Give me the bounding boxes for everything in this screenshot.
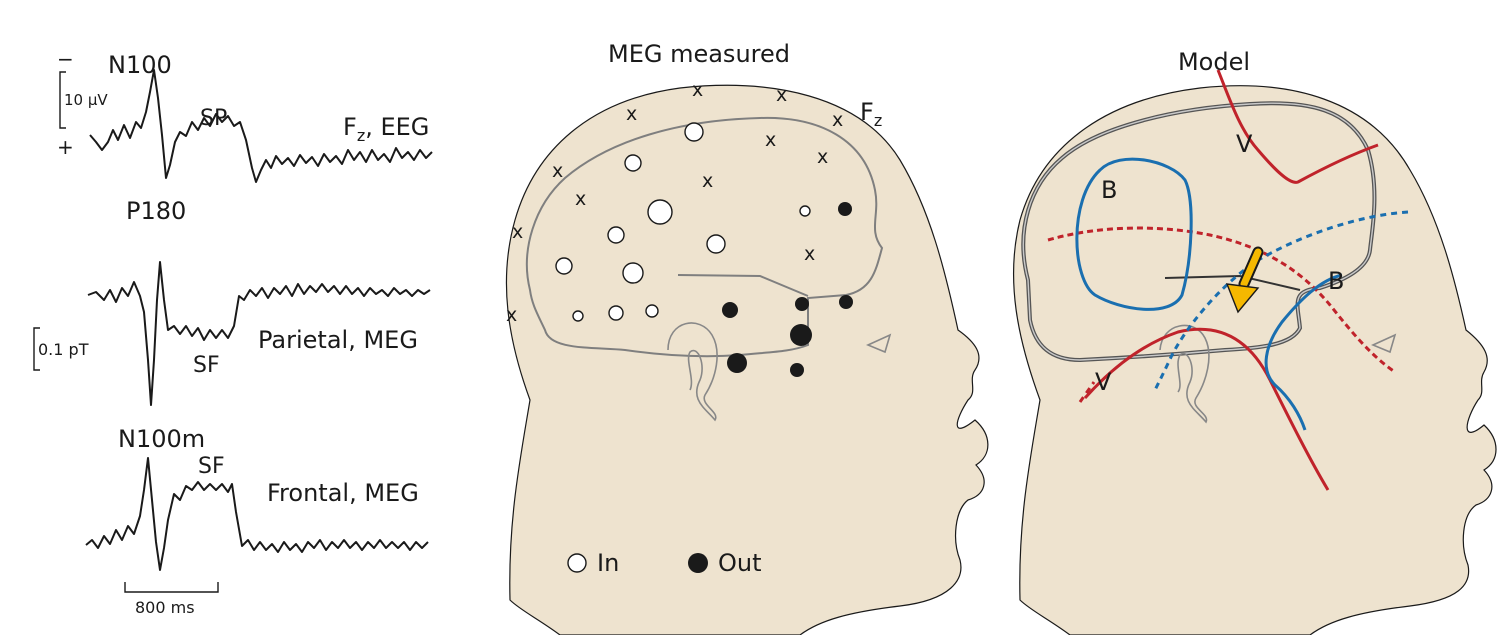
electrode-marks: x x x x x x x x x x x x [506,79,843,326]
time-scale-label: 800 ms [135,598,195,617]
in-dot [607,226,625,244]
frontal-meg-trace [85,457,429,571]
red-isocontour-top [1216,69,1379,184]
legend-out-marker [688,553,708,573]
eye-right [1370,333,1397,354]
legend-in-label: In [597,549,619,577]
blue-loop-right [1264,273,1343,431]
brain-outline-right [1021,101,1377,363]
eeg-scale-label: 10 µV [64,91,108,109]
head-silhouette-middle [505,84,989,635]
electrode-x: x [512,221,523,243]
model-panel: Model V B B V [1012,48,1497,635]
in-dot [555,257,573,275]
legend-out-label: Out [718,549,762,577]
current-dipole-arrow [1225,246,1264,314]
label-b-right: B [1328,267,1344,295]
time-scale-bar [124,582,219,593]
blue-loop-left [1075,157,1193,311]
eeg-channel-label: Fz, EEG [343,113,429,145]
legend-in-marker [567,553,587,573]
fz-label: Fz [860,98,882,130]
parietal-meg-trace [87,261,431,406]
electrode-x: x [776,84,787,106]
label-v-bottom: V [1095,368,1112,396]
eeg-trace [89,69,433,183]
label-v-top: V [1236,130,1253,158]
label-b-left: B [1101,176,1117,204]
red-isocontour-bottom [1083,327,1330,491]
out-dot [795,297,809,311]
sylvian-fissure-middle [677,274,809,297]
peak-sf-frontal-label: SF [198,454,225,479]
ear-right [1159,324,1210,424]
peak-n100-label: N100 [108,51,172,79]
head-silhouette-right [1012,85,1497,635]
red-dashed-tail [1078,381,1096,403]
waveform-panel: − 10 µV + N100 SP Fz, EEG P180 0.1 pT SF… [33,47,433,617]
peak-p180-label: P180 [126,197,186,225]
out-dot [790,363,804,377]
brain-outline-middle [526,116,884,358]
polarity-plus: + [57,135,74,159]
electrode-x: x [692,79,703,101]
blue-dashed-line [1153,210,1409,391]
eeg-scale-bar [59,71,66,129]
electrode-x: x [832,109,843,131]
out-dot [839,295,853,309]
parietal-scale-label: 0.1 pT [38,340,89,359]
in-dot [647,199,673,225]
peak-sf-parietal-label: SF [193,353,220,378]
in-dot [608,305,624,321]
peak-n100m-label: N100m [118,425,205,453]
frontal-channel-label: Frontal, MEG [267,479,419,507]
in-dot [624,154,642,172]
out-dot [790,324,812,346]
in-dot [622,262,644,284]
electrode-x: x [506,304,517,326]
out-dot [727,353,747,373]
electrode-x: x [702,170,713,192]
in-dot [645,304,659,318]
out-dot [722,302,738,318]
ear-middle [667,322,718,422]
eye-middle [865,333,892,354]
in-dot [799,205,811,217]
meg-measured-panel: MEG measured x x x x x x x x x x x x Fz [505,40,989,635]
in-dot [684,122,704,142]
parietal-channel-label: Parietal, MEG [258,326,418,354]
electrode-x: x [626,103,637,125]
electrode-x: x [817,146,828,168]
parietal-scale-bar [33,327,40,371]
polarity-minus: − [57,47,74,71]
in-dot [572,310,584,322]
electrode-x: x [765,129,776,151]
in-dot [706,234,726,254]
red-dashed-line [1047,226,1396,374]
model-title: Model [1178,48,1250,76]
electrode-x: x [552,160,563,182]
electrode-x: x [804,243,815,265]
meg-measured-title: MEG measured [608,40,790,68]
electrode-x: x [575,188,586,210]
out-dot [838,202,852,216]
